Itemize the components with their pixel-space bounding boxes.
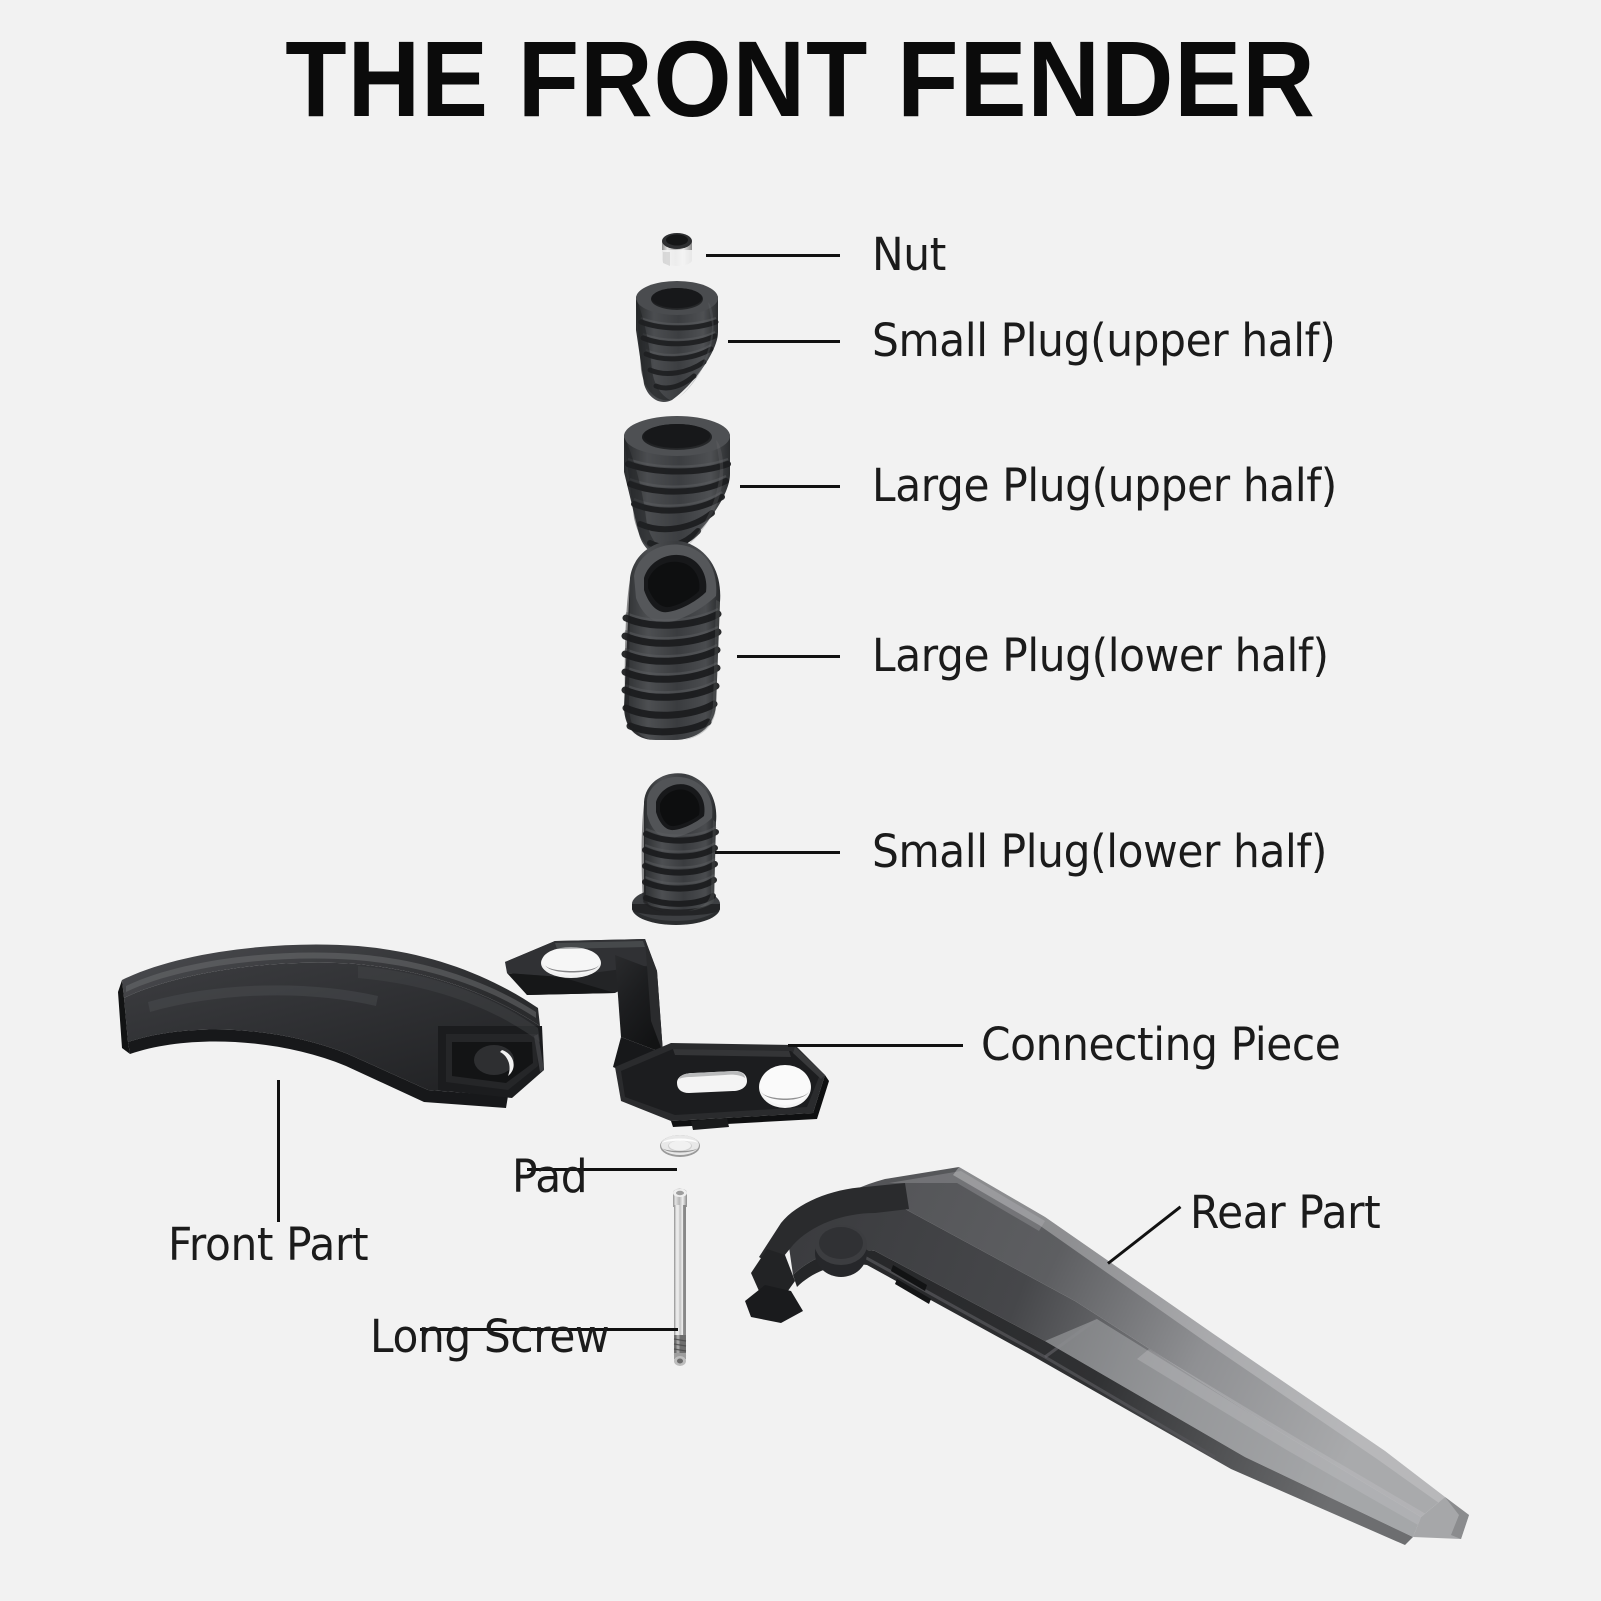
label-rear-part: Rear Part xyxy=(1190,1186,1381,1239)
label-large-plug-upper: Large Plug(upper half) xyxy=(872,459,1337,512)
page-title: THE FRONT FENDER xyxy=(285,18,1316,139)
label-nut: Nut xyxy=(872,228,946,281)
leader-line-connecting-piece xyxy=(788,1044,963,1047)
leader-line-front-part xyxy=(277,1080,280,1222)
label-long-screw: Long Screw xyxy=(370,1310,610,1363)
part-nut xyxy=(650,228,704,274)
label-large-plug-lower: Large Plug(lower half) xyxy=(872,629,1329,682)
leader-line-small-plug-lower xyxy=(715,851,840,854)
leader-line-large-plug-upper xyxy=(740,485,840,488)
part-long-screw xyxy=(664,1185,696,1370)
label-connecting-piece: Connecting Piece xyxy=(981,1018,1341,1071)
part-large-plug-lower xyxy=(604,530,736,745)
part-small-plug-upper xyxy=(622,278,732,406)
part-pad xyxy=(658,1130,702,1162)
part-small-plug-lower xyxy=(618,762,734,930)
label-pad: Pad xyxy=(512,1150,588,1203)
part-front-part xyxy=(108,930,578,1135)
leader-line-nut xyxy=(706,254,840,257)
leader-line-pad xyxy=(527,1168,677,1171)
part-connecting-piece xyxy=(495,925,845,1130)
label-small-plug-upper: Small Plug(upper half) xyxy=(872,314,1336,367)
leader-line-small-plug-upper xyxy=(728,340,840,343)
leader-line-long-screw xyxy=(420,1328,678,1331)
leader-line-large-plug-lower xyxy=(737,655,840,658)
part-rear-part xyxy=(745,1105,1485,1545)
label-small-plug-lower: Small Plug(lower half) xyxy=(872,825,1328,878)
part-large-plug-upper xyxy=(612,412,747,562)
label-front-part: Front Part xyxy=(168,1218,369,1271)
